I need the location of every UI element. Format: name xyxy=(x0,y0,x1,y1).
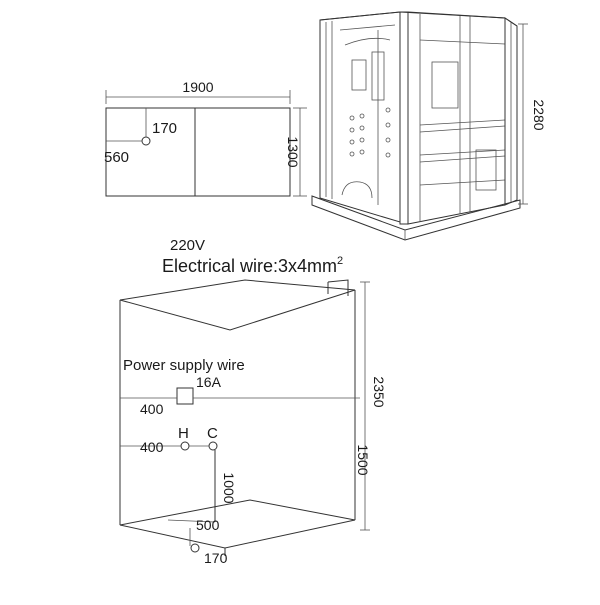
seat xyxy=(341,181,373,199)
massage-jets xyxy=(349,107,391,158)
floor-x-label: 500 xyxy=(196,517,220,533)
cabin-base xyxy=(311,195,521,241)
sauna-window xyxy=(431,61,459,109)
cabin-height-label: 2280 xyxy=(531,99,547,130)
drain-y-label: 560 xyxy=(104,149,129,166)
room-height-dimension xyxy=(360,281,370,531)
drain-x-label: 170 xyxy=(152,120,177,137)
voltage-label: 220V xyxy=(170,237,205,254)
cabin-sauna-panel xyxy=(407,11,506,225)
hot-water-inlet xyxy=(180,441,190,451)
cabin-center-post xyxy=(399,11,409,225)
depth-dimension-line xyxy=(293,107,307,197)
cold-water-inlet xyxy=(208,441,218,451)
power-outlet xyxy=(176,387,194,405)
cabin-height-dimension xyxy=(518,23,528,205)
cold-label: C xyxy=(207,425,218,442)
hot-label: H xyxy=(178,425,189,442)
room-height-label: 2350 xyxy=(371,376,387,407)
room-floor xyxy=(119,499,356,549)
ceiling-junction xyxy=(327,279,349,296)
plan-depth-label: 1300 xyxy=(285,136,301,167)
drain-marker xyxy=(141,136,151,146)
plan-width-label: 1900 xyxy=(182,79,213,95)
plan-outline xyxy=(105,107,291,197)
outlet-height-label: 1500 xyxy=(355,444,371,475)
floor-drain xyxy=(190,543,200,553)
water-height-label: 400 xyxy=(140,439,164,455)
power-supply-label: Power supply wire xyxy=(123,357,245,374)
pipe-vertical-label: 1000 xyxy=(221,472,237,503)
width-dimension-line xyxy=(105,90,291,104)
floor-x-leader xyxy=(167,519,216,523)
room-ceiling xyxy=(119,279,356,331)
power-height-label: 400 xyxy=(140,401,164,417)
electrical-wire-label: Electrical wire:3x4mm2 xyxy=(162,255,343,276)
wall-diagram: 220V Electrical wire:3x4mm2 Power supply… xyxy=(119,237,387,566)
floor-y-label: 170 xyxy=(204,550,228,566)
plan-view: 1900 170 560 1300 xyxy=(104,79,307,197)
cabin-isometric: 2280 xyxy=(311,11,547,241)
amperage-label: 16A xyxy=(196,374,222,390)
